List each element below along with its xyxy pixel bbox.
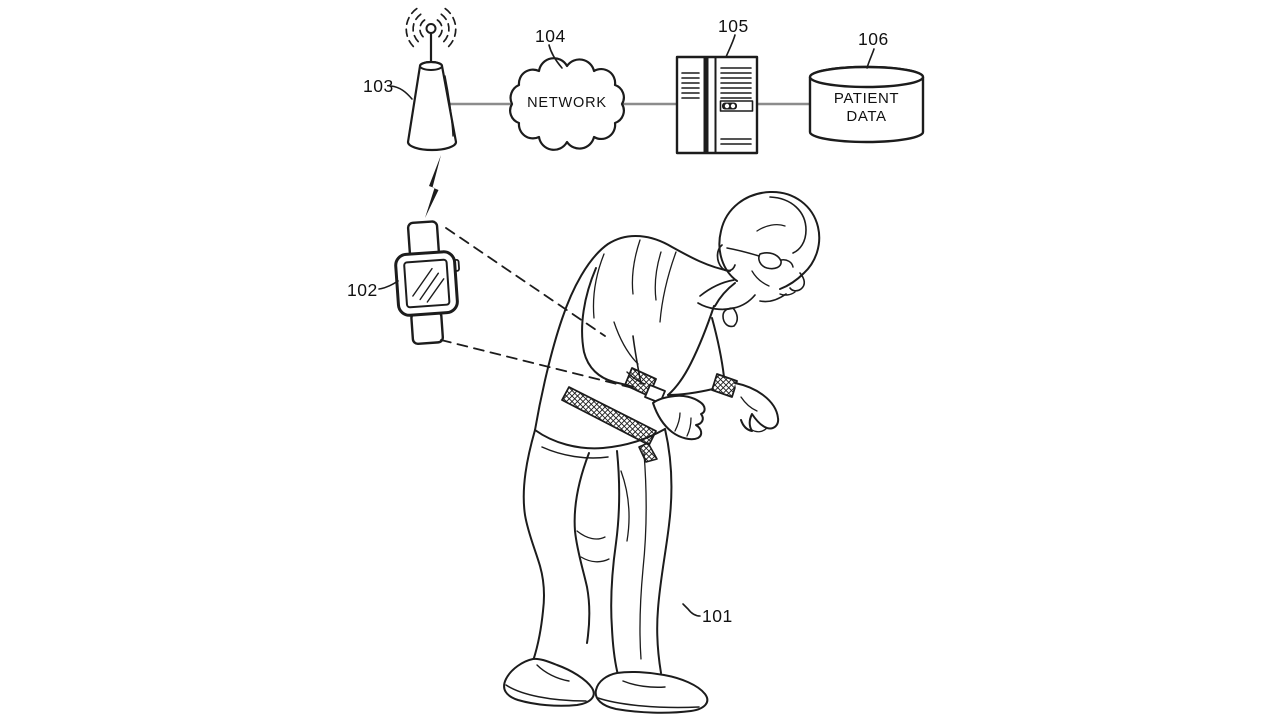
network-cloud-label: NETWORK (527, 95, 607, 111)
ref-label-database: 106 (858, 29, 889, 49)
ref-label-network: 104 (535, 26, 566, 46)
belt (561, 386, 657, 446)
wrist-band-right (711, 373, 738, 398)
shoes (503, 657, 709, 714)
lightning-bolt-icon (425, 155, 441, 218)
leader-lines (378, 34, 875, 617)
smartwatch-icon (394, 220, 460, 345)
database-label: PATIENT DATA (833, 90, 900, 125)
glasses-icon (758, 252, 782, 270)
ref-label-cell-tower: 103 (363, 76, 394, 96)
server-icon (675, 55, 759, 155)
patient-head (716, 190, 821, 303)
magnifier-dashed-lines (440, 227, 638, 390)
ref-label-server: 105 (718, 16, 749, 36)
wrist-device (624, 367, 666, 404)
database-cylinder-icon (808, 65, 925, 144)
ref-label-wearable: 102 (347, 280, 378, 300)
patient-figure (503, 190, 821, 714)
radio-waves-icon (405, 7, 457, 51)
ref-label-patient: 101 (702, 606, 733, 626)
cell-tower-icon (405, 7, 458, 152)
network-cloud-icon (509, 57, 625, 151)
